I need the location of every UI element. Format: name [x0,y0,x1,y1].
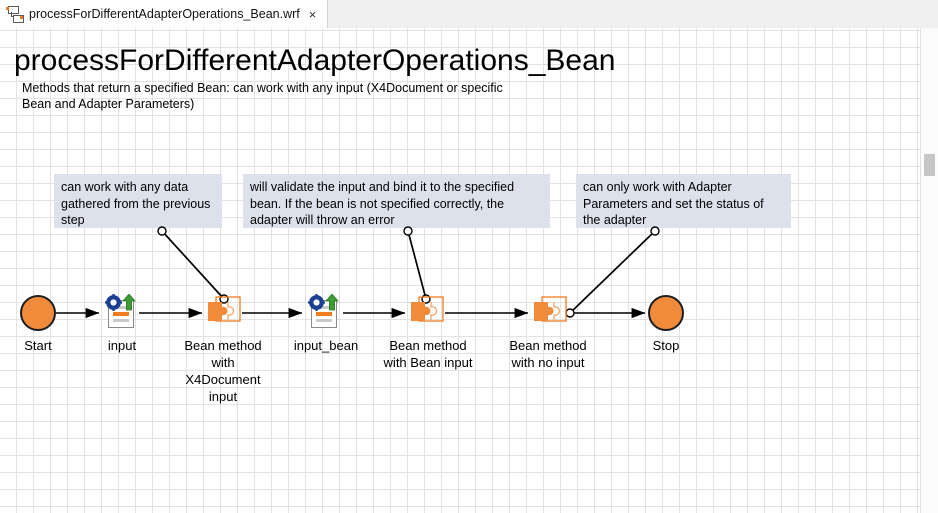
puzzle-piece-icon [410,296,444,328]
puzzle-piece-icon [533,296,567,328]
leader-line-note1 [161,230,225,300]
node-label-input-bean: input_bean [293,338,359,353]
stop-circle-icon [648,295,684,331]
node-label-bean-method-x4document: Bean method with X4Document input [184,338,262,404]
node-start[interactable] [20,295,56,331]
vertical-scrollbar[interactable] [920,28,938,513]
leader-anchor-note3-top [650,226,660,236]
connector-layer [56,226,660,319]
tab-bar: processForDifferentAdapterOperations_Bea… [0,0,938,28]
puzzle-piece-icon [207,296,241,328]
node-input-bean[interactable] [308,294,339,328]
node-bean-method-bean-input[interactable] [410,296,444,328]
document-icon [105,294,136,328]
page-title: processForDifferentAdapterOperations_Bea… [14,44,616,77]
start-circle-icon [20,295,56,331]
node-stop[interactable] [648,295,684,331]
leader-line-note3 [569,230,656,314]
node-bean-method-no-input[interactable] [533,296,567,328]
node-label-bean-method-no-input: Bean method with no input [509,338,587,370]
tab-label: processForDifferentAdapterOperations_Bea… [29,7,300,21]
document-icon [308,294,339,328]
node-bean-method-x4document[interactable] [207,296,241,328]
annotation-note-previous-data[interactable]: can work with any data gathered from the… [54,174,222,228]
close-icon[interactable]: × [308,6,317,22]
leader-line-note2 [407,230,427,300]
node-label-bean-method-bean-input: Bean method with Bean input [383,338,473,370]
leader-anchor-note1-top [157,226,167,236]
node-input[interactable] [105,294,136,328]
leader-anchor-note3-bottom [565,308,575,318]
node-label-stop: Stop [652,338,680,353]
annotation-note-validate-bind[interactable]: will validate the input and bind it to t… [243,174,550,228]
workflow-icon [6,6,24,23]
diagram-canvas[interactable]: processForDifferentAdapterOperations_Bea… [0,28,921,513]
node-label-start: Start [24,338,52,353]
annotation-note-adapter-parameters[interactable]: can only work with Adapter Parameters an… [576,174,791,228]
node-label-input: input [107,338,137,353]
scrollbar-thumb[interactable] [924,154,935,176]
leader-anchor-note2-top [403,226,413,236]
tab-processForDifferentAdapterOperations[interactable]: processForDifferentAdapterOperations_Bea… [0,0,328,28]
workflow-description: Methods that return a specified Bean: ca… [22,81,503,111]
